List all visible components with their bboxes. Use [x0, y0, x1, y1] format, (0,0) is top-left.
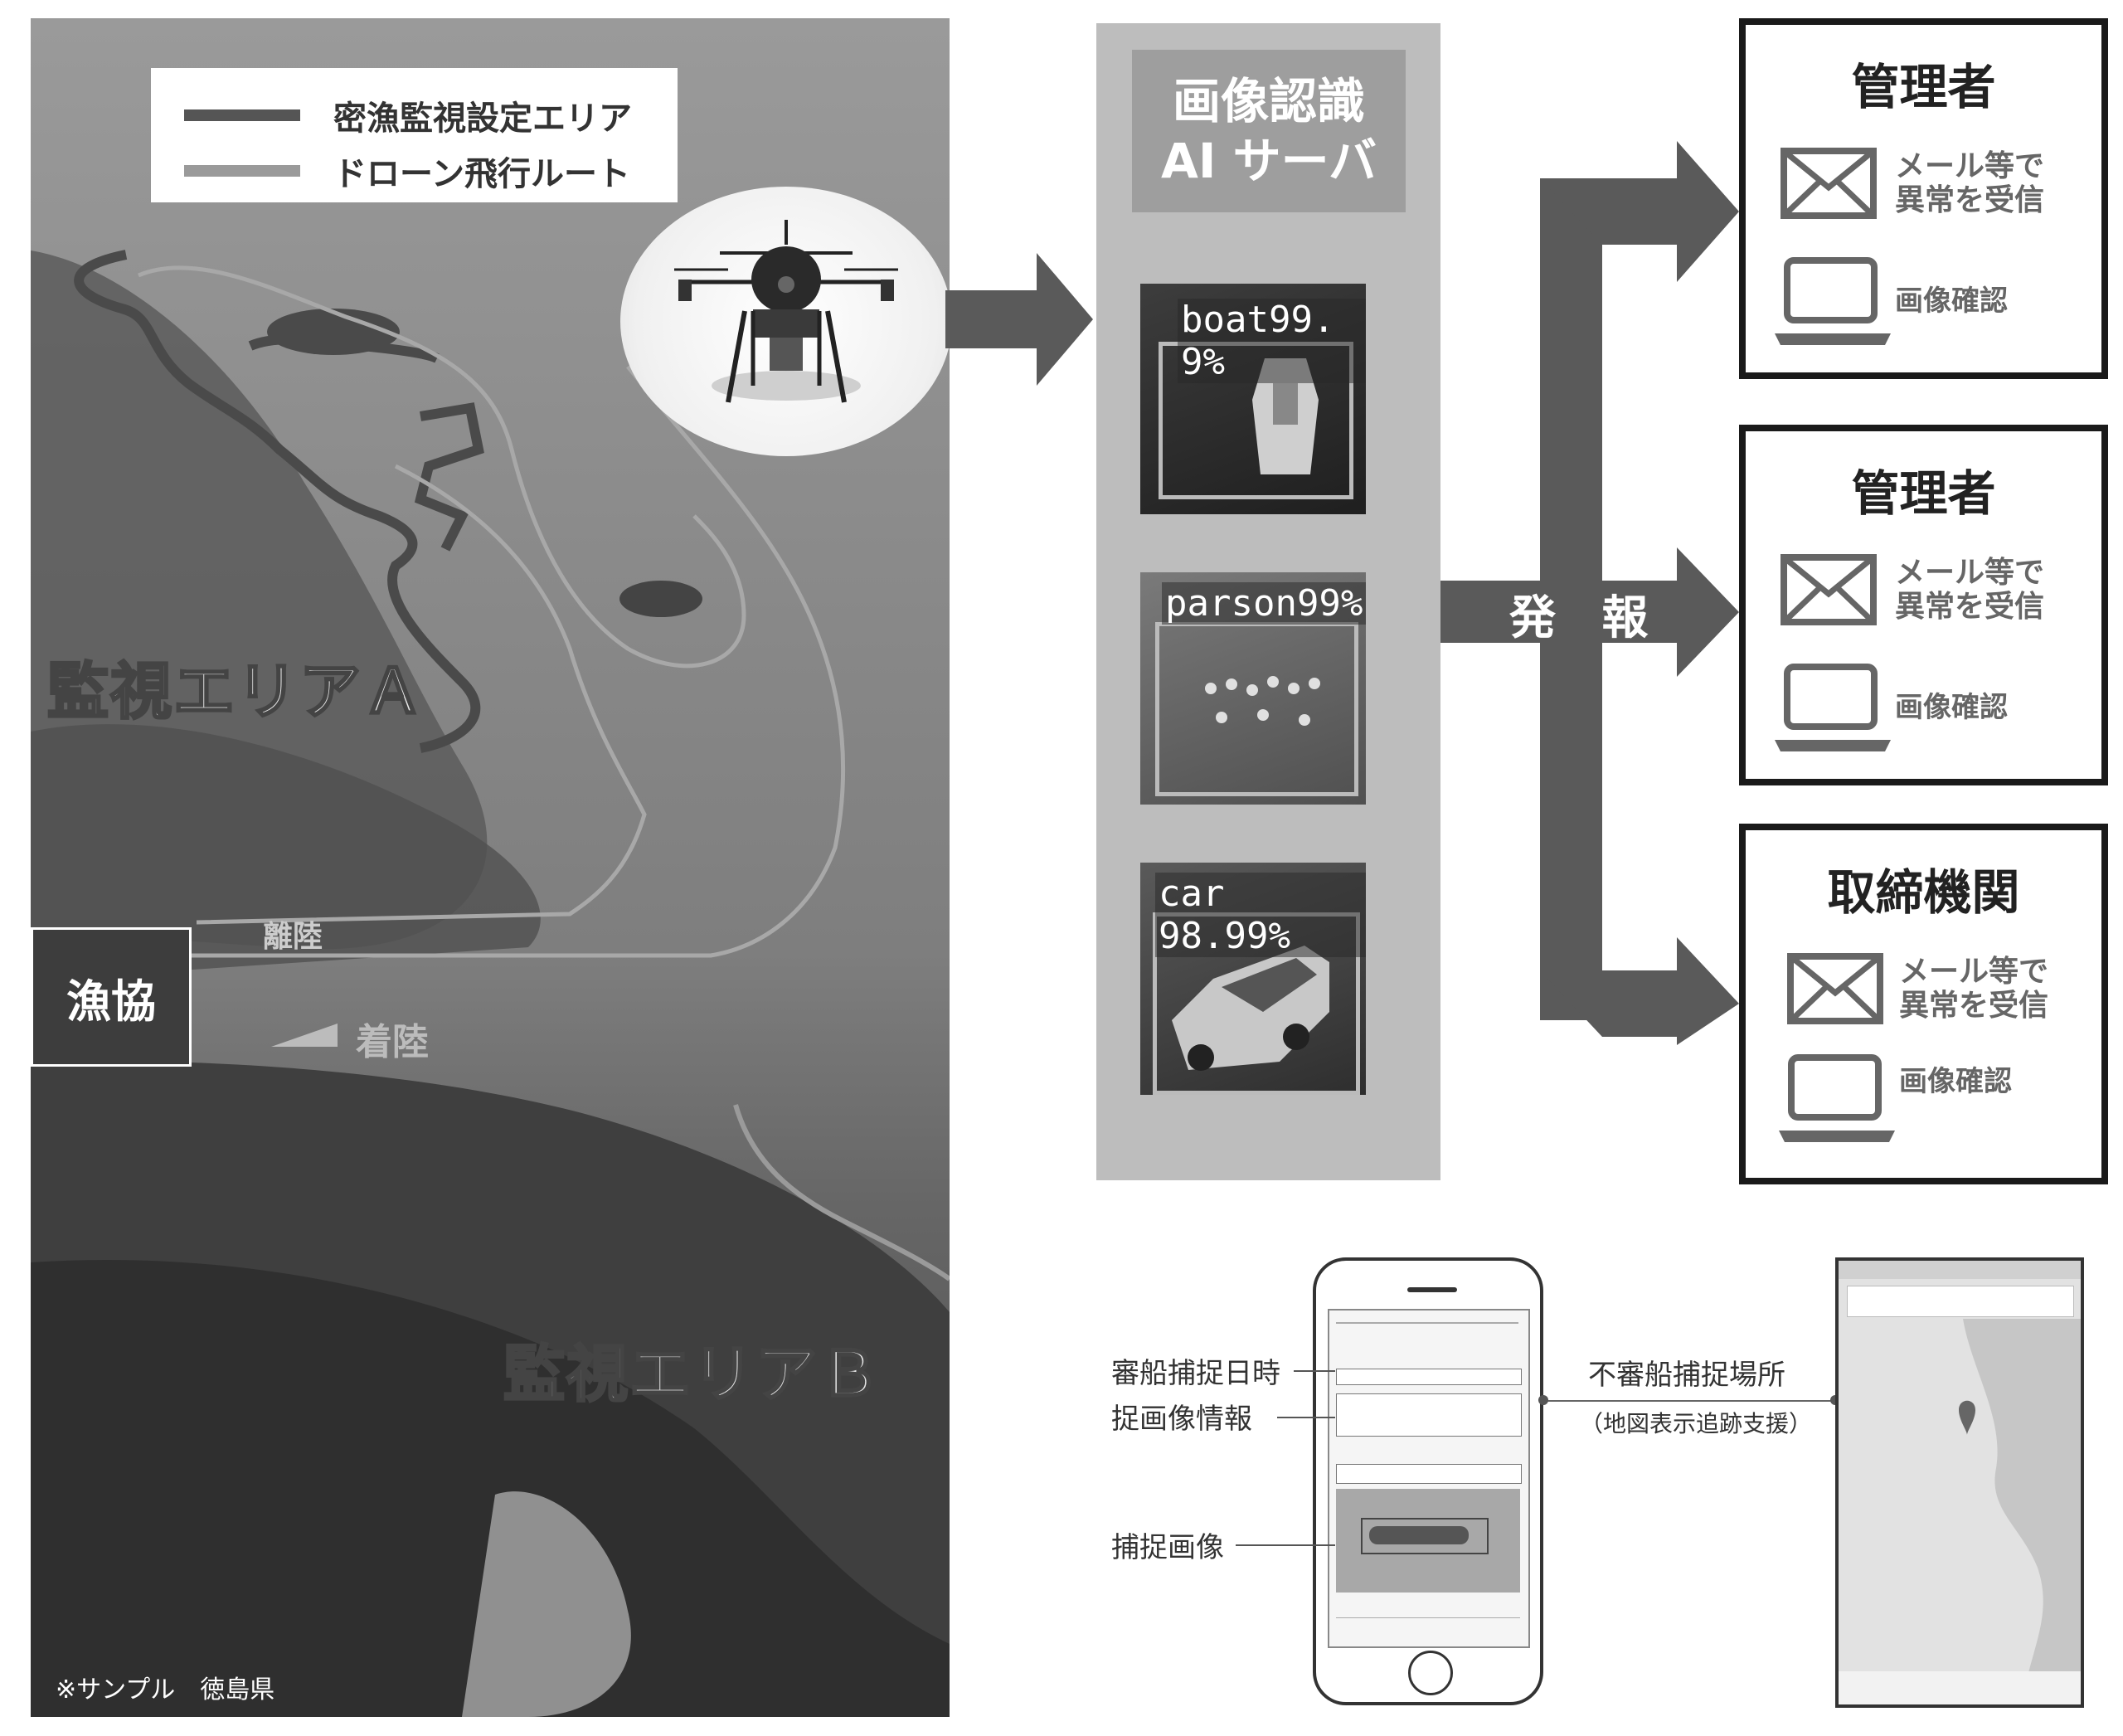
mail-text-line2: 異常を受信 — [1895, 590, 2045, 625]
recipient-title: 取締機関 — [1827, 864, 2020, 921]
aerial-terrain — [31, 250, 950, 1717]
laptop-icon — [1775, 664, 1891, 751]
boat-shape — [1252, 358, 1319, 474]
map-coastline — [1959, 1319, 2081, 1704]
map-screenshot — [1835, 1257, 2084, 1708]
mail-text: メール等で 異常を受信 — [1895, 149, 2044, 218]
pc-text: 画像確認 — [1895, 691, 2008, 724]
recipient-box-manager-2: 管理者 メール等で 異常を受信 画像確認 — [1739, 425, 2108, 785]
car-shape — [1172, 946, 1329, 1071]
drone-photo — [620, 187, 952, 456]
pc-text: 画像確認 — [1899, 1065, 2012, 1098]
legend-label-route: ドローン飛行ルート — [333, 155, 630, 193]
mail-icon — [1781, 148, 1877, 219]
monitoring-area-line — [74, 250, 481, 753]
phone-speaker — [1407, 1287, 1457, 1292]
annotation-image-info: 捉画像情報 — [1111, 1403, 1252, 1436]
legend-swatch-route — [184, 165, 300, 177]
ai-server-title-line1: 画像認識 — [1172, 72, 1365, 129]
laptop-icon — [1775, 257, 1891, 345]
detection-car: car 98.99% — [1140, 863, 1366, 1095]
mail-text-line1: メール等で — [1895, 556, 2045, 590]
people-shape — [1205, 676, 1320, 726]
detection-person: parson99% — [1140, 572, 1366, 805]
phone-screen — [1328, 1309, 1530, 1648]
legend-item-route: ドローン飛行ルート — [184, 147, 630, 195]
mail-text-line1: メール等で — [1899, 955, 2049, 989]
ai-server-title: 画像認識 AI サーバ — [1132, 50, 1406, 212]
phone-map-connector — [1543, 1400, 1835, 1402]
map-annotation-title: 不審船捕捉場所 — [1588, 1359, 1785, 1392]
landing-arrow-icon — [271, 1024, 338, 1047]
legend: 密漁監視設定エリア ドローン飛行ルート — [151, 68, 678, 202]
detection-label-car: car 98.99% — [1155, 873, 1366, 957]
detection-label-boat: boat99. 9% — [1178, 299, 1366, 383]
pc-text: 画像確認 — [1895, 284, 2008, 318]
mail-icon — [1781, 554, 1877, 625]
fishery-coop-box: 漁協 — [31, 927, 192, 1067]
recipient-box-manager-1: 管理者 メール等で 異常を受信 画像確認 — [1739, 18, 2108, 379]
annotation-line — [1277, 1417, 1335, 1418]
recipient-title: 管理者 — [1851, 59, 1996, 115]
mail-text-line2: 異常を受信 — [1895, 183, 2045, 218]
dispatch-label: 発 報 — [1509, 591, 1664, 645]
drone-route-line — [138, 265, 746, 669]
laptop-icon — [1779, 1054, 1895, 1142]
mail-text: メール等で 異常を受信 — [1895, 556, 2044, 625]
mail-text-line1: メール等で — [1895, 149, 2045, 183]
legend-swatch-monitoring — [184, 109, 300, 121]
connector-dot — [1538, 1395, 1548, 1405]
area-b-label: 監視エリアＢ — [503, 1338, 882, 1412]
annotation-capture: 捕捉画像 — [1111, 1531, 1224, 1564]
mail-text-line2: 異常を受信 — [1899, 989, 2049, 1024]
home-button — [1408, 1651, 1453, 1695]
recipient-box-enforcement: 取締機関 メール等で 異常を受信 画像確認 — [1739, 824, 2108, 1184]
map-search-bar — [1847, 1286, 2074, 1317]
landing-label: 着陸 — [356, 1021, 429, 1063]
annotation-line — [1236, 1544, 1335, 1546]
legend-label-monitoring: 密漁監視設定エリア — [333, 100, 632, 138]
sample-note: ※サンプル 徳島県 — [56, 1675, 275, 1704]
ai-server-title-line2: AI サーバ — [1160, 133, 1377, 189]
recipient-title: 管理者 — [1851, 465, 1996, 522]
arrow-to-server — [945, 253, 1093, 386]
annotation-line — [1294, 1370, 1335, 1372]
annotation-datetime: 審船捕捉日時 — [1111, 1357, 1280, 1390]
area-a-label: 監視エリアＡ — [46, 655, 425, 729]
captured-image — [1336, 1489, 1520, 1593]
map-annotation-subtitle: （地図表示追跡支援） — [1580, 1410, 1813, 1437]
mail-icon — [1787, 953, 1883, 1024]
takeoff-label: 離陸 — [263, 920, 323, 954]
detection-boat: boat99. 9% — [1140, 284, 1366, 514]
legend-item-monitoring: 密漁監視設定エリア — [184, 91, 632, 139]
dispatch-arrows — [1440, 141, 1739, 1045]
fishery-coop-label: 漁協 — [66, 975, 156, 1028]
mail-text: メール等で 異常を受信 — [1899, 955, 2048, 1024]
drone-icon — [674, 220, 898, 403]
detection-label-person: parson99% — [1162, 582, 1366, 625]
map-pin-icon — [1959, 1400, 1975, 1435]
